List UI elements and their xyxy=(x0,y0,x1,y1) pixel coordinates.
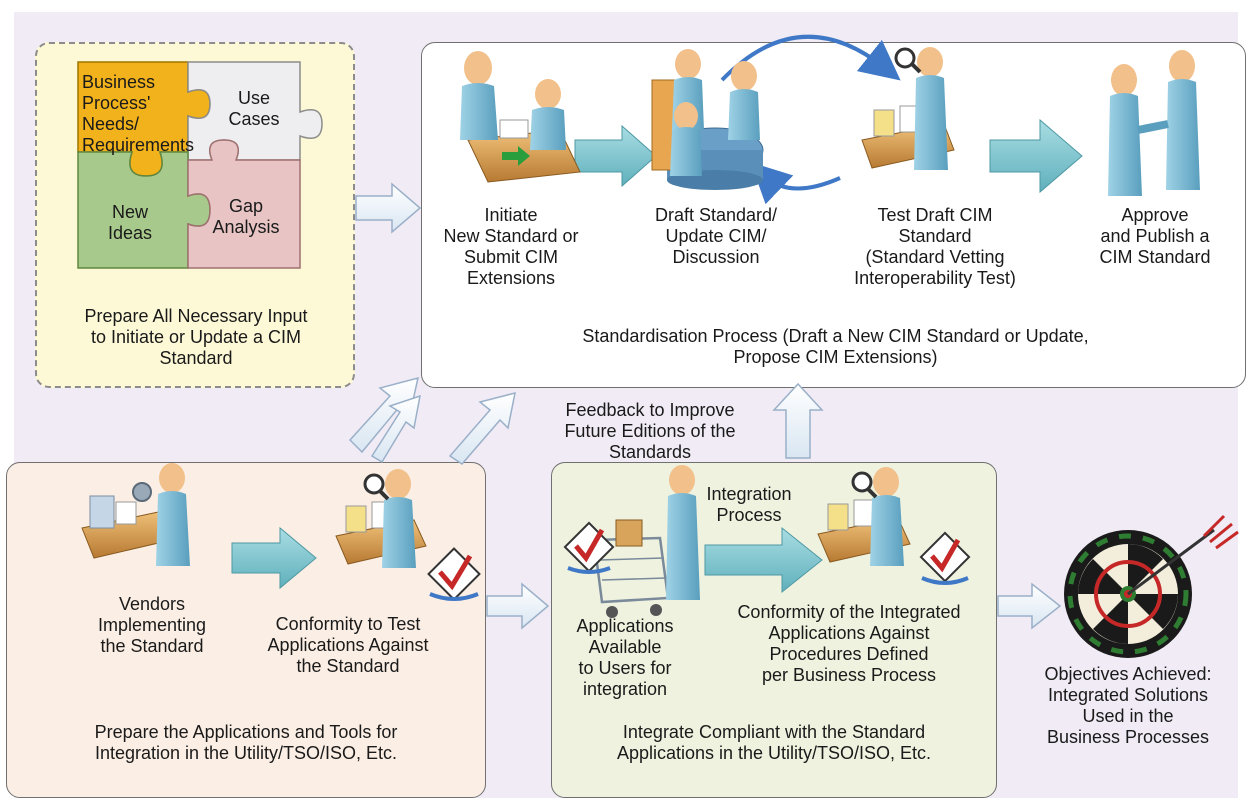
vendors-implementing-figure-icon xyxy=(81,463,190,566)
puzzle-business-label: Business Process' Needs/ Requirements xyxy=(82,72,195,155)
integration-process-label: Integration Process xyxy=(706,484,792,525)
vendors-implementing-label: Vendors Implementing the Standard xyxy=(97,594,207,656)
puzzle-new-ideas-label: New Ideas xyxy=(107,202,153,243)
cycle-arrow-back xyxy=(750,162,841,205)
step-draft-label: Draft Standard/ Update CIM/ Discussion xyxy=(654,205,778,267)
puzzle-gap-analysis-label: Gap Analysis xyxy=(212,196,280,237)
standardisation-caption: Standardisation Process (Draft a New CIM… xyxy=(582,326,1089,367)
puzzle-use-cases-label: Use Cases xyxy=(228,88,280,129)
arrow-apps-to-standard xyxy=(370,394,421,464)
draft-meeting-figure-icon xyxy=(651,49,764,190)
conformity-test-figure-icon xyxy=(335,469,427,568)
approval-check-badge-icon xyxy=(427,547,481,601)
arrow-feedback-left xyxy=(448,391,516,465)
applications-panel-caption: Prepare the Applications and Tools for I… xyxy=(94,722,398,763)
step-approve-label: Approve and Publish a CIM Standard xyxy=(1099,205,1211,267)
standardisation-process-panel xyxy=(421,42,1246,388)
process-arrows xyxy=(231,118,1083,594)
initiate-figure-icon xyxy=(460,51,581,183)
arrow-standard-to-apps xyxy=(348,376,419,454)
test-draft-figure-icon xyxy=(861,47,955,170)
applications-available-label: Applications Available to Users for inte… xyxy=(576,616,674,699)
arrow-feedback-right xyxy=(772,382,824,459)
integrated-conformity-label: Conformity of the Integrated Application… xyxy=(737,602,961,685)
feedback-label: Feedback to Improve Future Editions of t… xyxy=(564,400,736,462)
step-initiate-label: Initiate New Standard or Submit CIM Exte… xyxy=(443,205,579,288)
objectives-achieved-label: Objectives Achieved: Integrated Solution… xyxy=(1044,664,1212,747)
input-panel-caption: Prepare All Necessary Input to Initiate … xyxy=(84,306,308,368)
arrow-integration-to-objective xyxy=(997,582,1062,630)
dartboard-target-icon xyxy=(1064,514,1239,658)
conformity-test-label: Conformity to Test Applications Against … xyxy=(267,614,429,676)
integration-panel xyxy=(551,462,997,798)
applications-cart-figure-icon xyxy=(563,465,700,618)
puzzle-gap-analysis xyxy=(187,139,301,269)
integration-panel-caption: Integrate Compliant with the Standard Ap… xyxy=(616,722,932,763)
arrow-apps-to-integration xyxy=(486,582,550,630)
integrated-conformity-figure-icon xyxy=(817,467,971,585)
hollow-arrows xyxy=(348,182,1062,630)
approve-handshake-figure-icon xyxy=(1108,50,1200,196)
arrow-input-to-standard xyxy=(355,182,422,234)
step-test-draft-label: Test Draft CIM Standard (Standard Vettin… xyxy=(854,205,1016,288)
